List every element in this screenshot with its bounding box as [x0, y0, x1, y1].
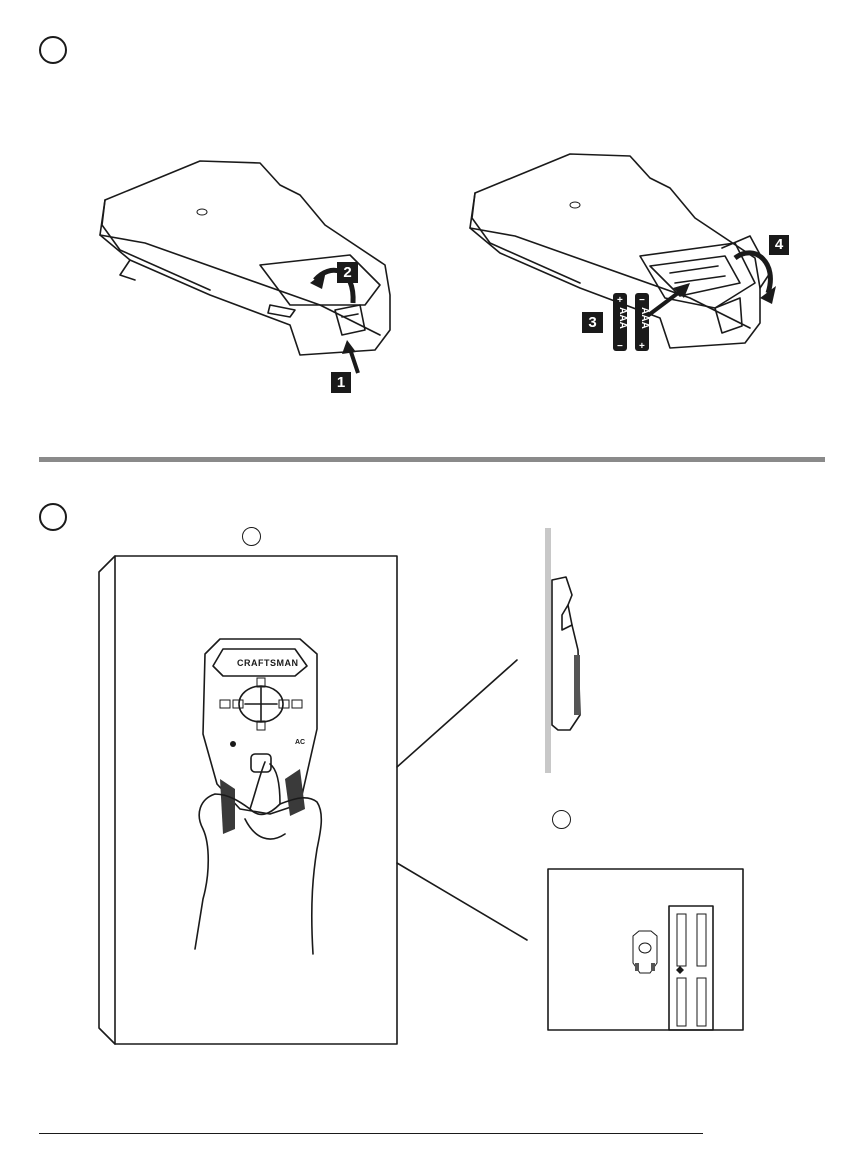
footer-rule — [39, 1133, 703, 1134]
sub-marker-circle-a — [242, 527, 261, 546]
stud-finder-back-illustration-left — [90, 155, 420, 365]
device-side-profile — [548, 575, 588, 735]
battery-minus-2: − — [639, 295, 645, 306]
battery-label-1: AAA — [617, 307, 628, 329]
wall-scan-illustration: CRAFTSMAN AC — [95, 554, 400, 1048]
step-badge-3: 3 — [582, 312, 603, 333]
step-badge-4: 4 — [769, 235, 789, 255]
battery-label-2: AAA — [639, 307, 650, 329]
section-marker-circle-top — [39, 36, 67, 64]
battery-minus-1: − — [617, 341, 623, 352]
device-ac-label: AC — [295, 739, 305, 746]
sub-marker-circle-b — [552, 810, 571, 829]
step-badge-1: 1 — [331, 372, 351, 393]
battery-plus-2: + — [639, 341, 645, 352]
section-marker-circle-bottom — [39, 503, 67, 531]
device-brand-label: CRAFTSMAN — [237, 658, 299, 668]
door-frame-detail — [547, 868, 745, 1032]
detail-connector-lines — [395, 655, 535, 945]
section-divider — [39, 457, 825, 462]
battery-plus-1: + — [617, 295, 623, 306]
stud-finder-back-illustration-right: AAA + − AAA − + — [460, 148, 790, 358]
step-badge-2: 2 — [337, 262, 358, 283]
